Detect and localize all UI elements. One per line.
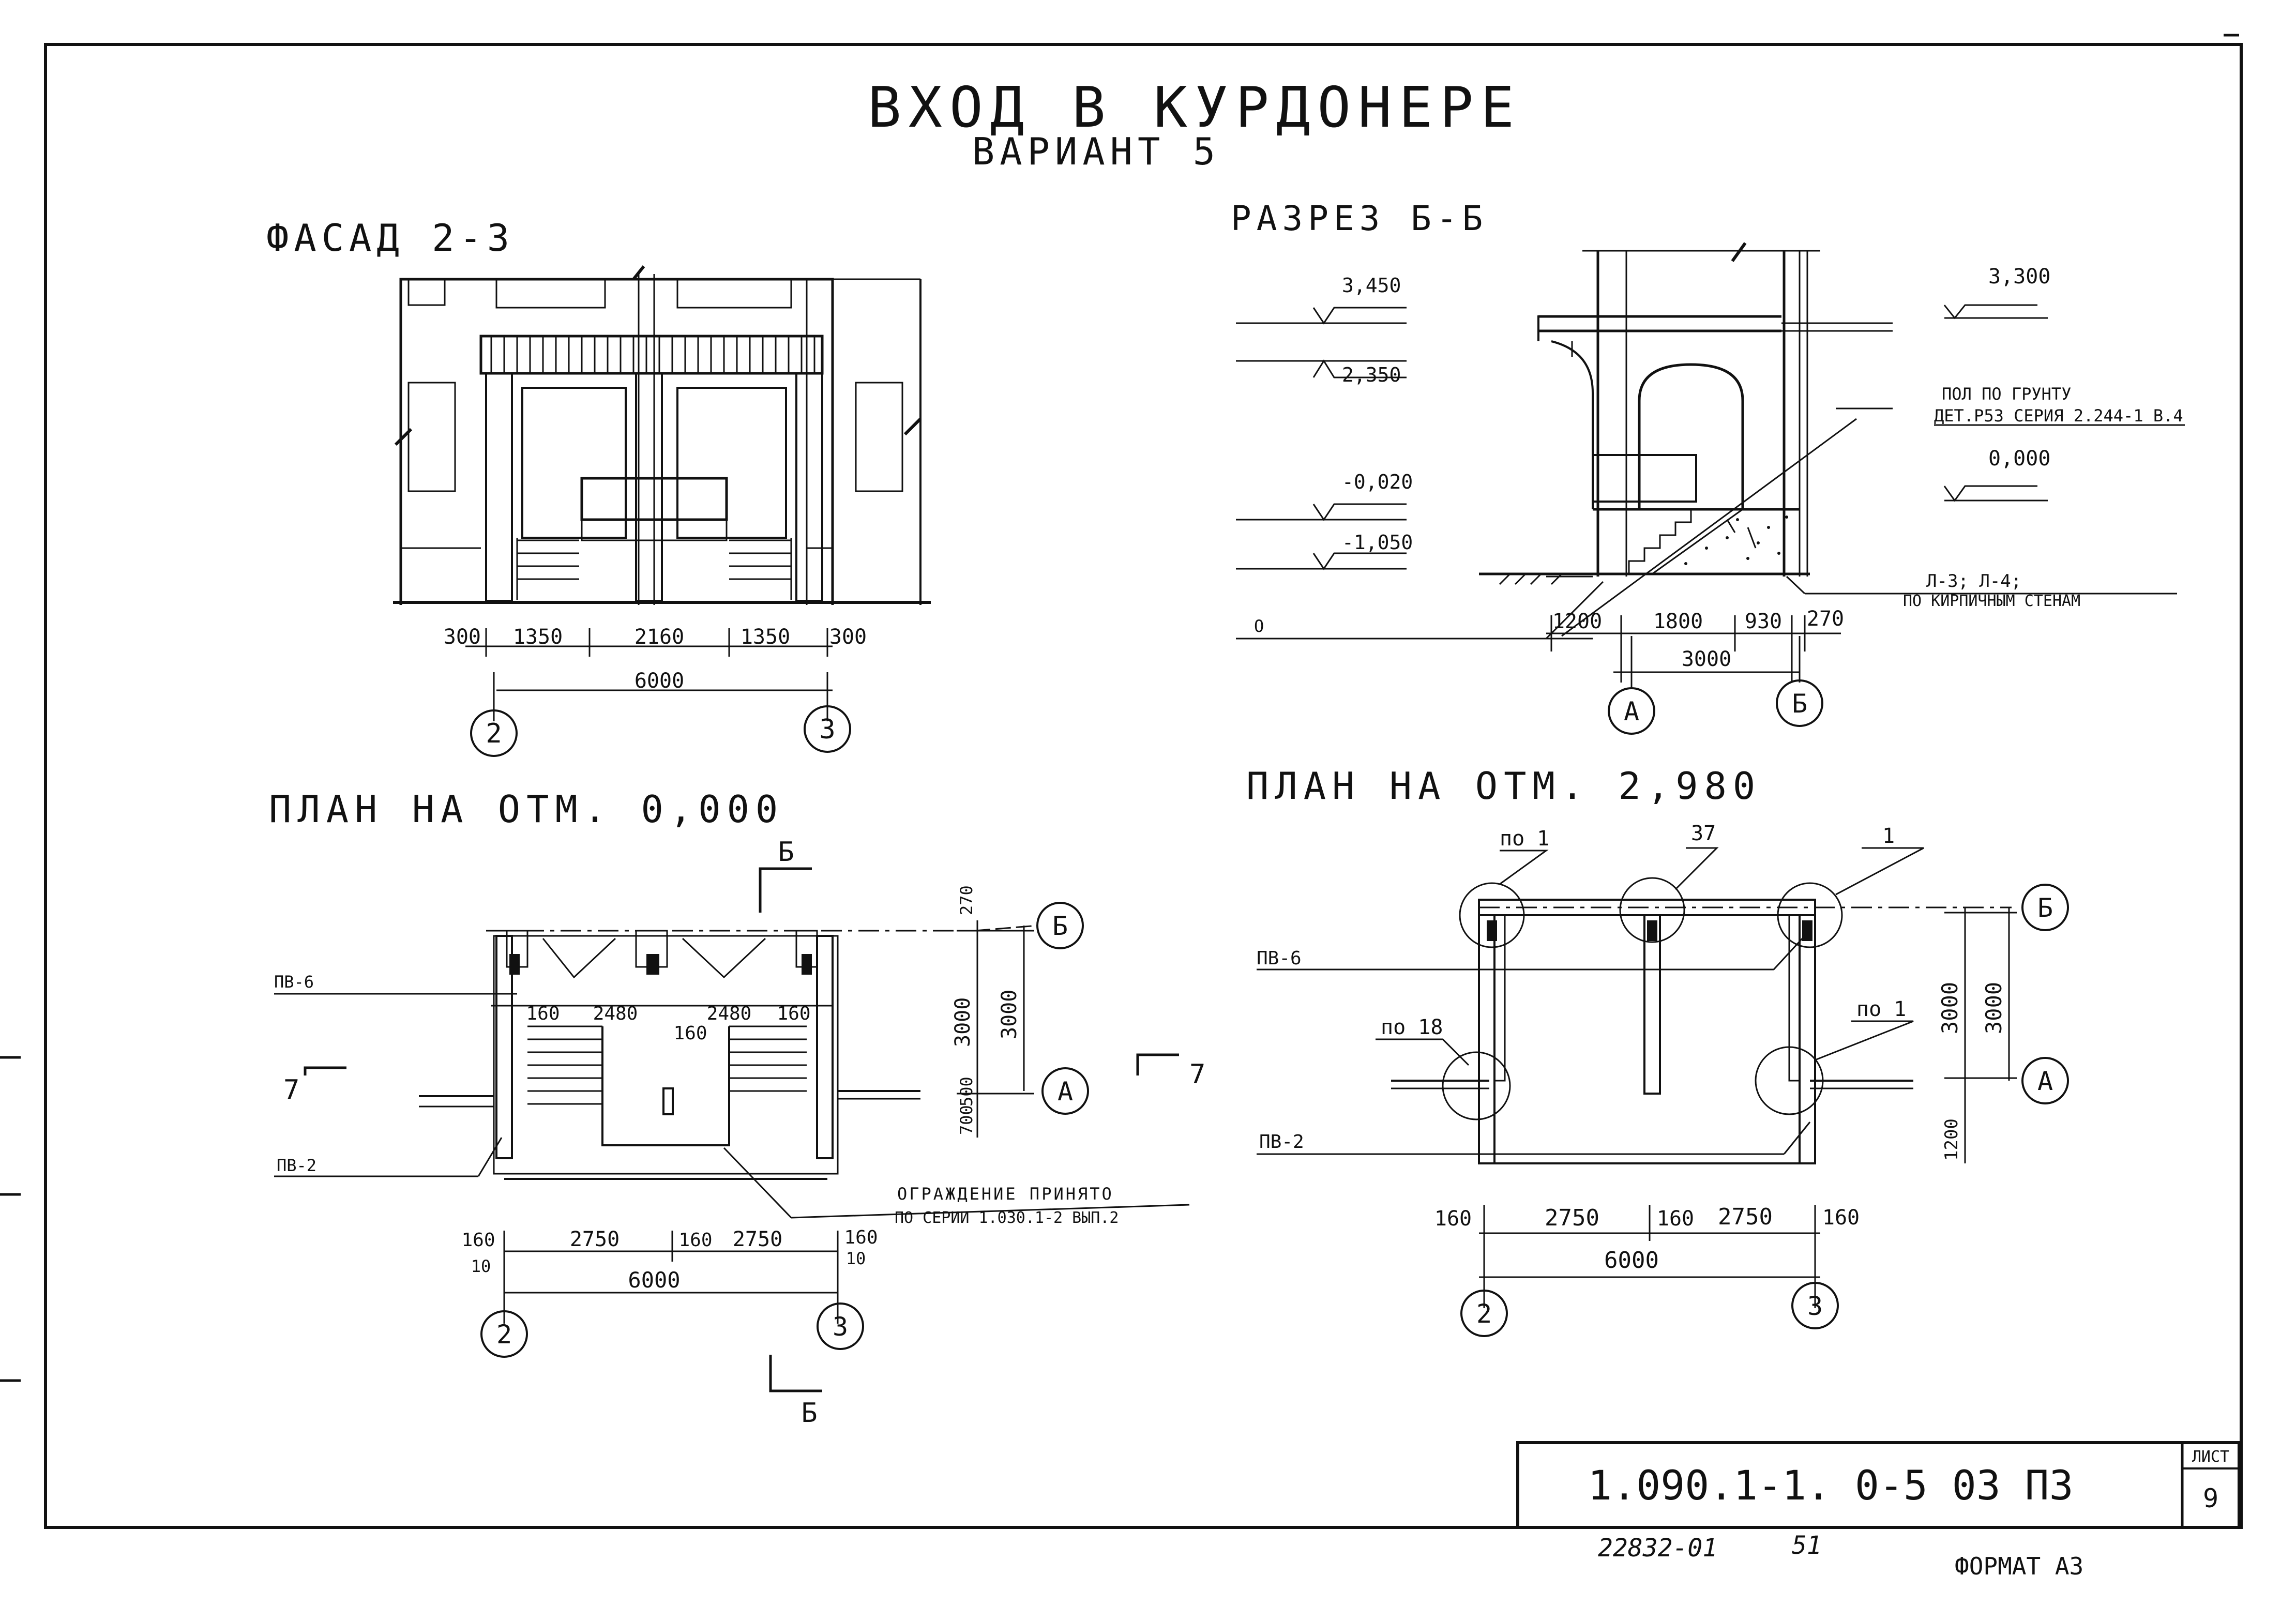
plan2-callout-1: по 1 <box>1500 827 1549 851</box>
plan0-axis-3: 3 <box>833 1312 848 1342</box>
plan2-right-dim-2: 3000 <box>1981 982 2006 1034</box>
footer-sub: 51 <box>1792 1531 1822 1560</box>
facade-dim-4: 1350 <box>741 625 790 649</box>
sheet-frame <box>44 43 2243 1529</box>
section-note-walls-1: Л-3; Л-4; <box>1926 571 2021 592</box>
section-level-1: 3,450 <box>1342 274 1401 297</box>
plan-0-view: ПЛАН НА ОТМ. 0,000 Б Б 7 7 <box>269 787 1205 1429</box>
footer-number: 22832-01 <box>1598 1534 1717 1563</box>
plan0-label-pv2: ПВ-2 <box>277 1156 316 1175</box>
section-level-right-1: 3,300 <box>1988 265 2050 289</box>
section-dim-1: 1200 <box>1552 610 1602 633</box>
plan0-note-2: ПО СЕРИИ 1.030.1-2 ВЫП.2 <box>895 1209 1119 1227</box>
plan-2980-view: ПЛАН НА ОТМ. 2,980 по 1 37 1 по 18 по 1 <box>1246 764 2069 1337</box>
section-level-3: -0,020 <box>1342 471 1413 493</box>
plan2-title: ПЛАН НА ОТМ. 2,980 <box>1246 764 1761 808</box>
section-level-2: 2,350 <box>1342 363 1401 386</box>
plan0-small-dim-left: 10 <box>471 1256 491 1276</box>
footer-format: ФОРМАТ А3 <box>1955 1552 2083 1580</box>
section-level-4: -1,050 <box>1342 531 1413 554</box>
plan0-axis-b: Б <box>1052 911 1068 941</box>
section-axis-a: А <box>1624 696 1639 726</box>
plan2-axis-2: 2 <box>1476 1299 1492 1329</box>
plan0-title: ПЛАН НА ОТМ. 0,000 <box>269 787 784 831</box>
section-level-right-2: 0,000 <box>1988 447 2050 471</box>
stamp-code: 1.090.1-1. 0-5 03 ПЗ <box>1588 1463 2073 1509</box>
plan0-right-dim-1: 270 <box>957 885 976 915</box>
plan2-right-dim-1: 3000 <box>1937 982 1962 1034</box>
plan0-bottom-dim-2: 2750 <box>570 1228 620 1251</box>
plan0-cut-mark-bottom: Б <box>801 1398 817 1429</box>
stamp-sheet-number: 9 <box>2203 1483 2218 1513</box>
title-block: 1.090.1-1. 0-5 03 ПЗ ЛИСТ 9 22832-01 51 … <box>1516 1441 2241 1580</box>
plan2-bottom-dim-5: 160 <box>1822 1206 1860 1230</box>
plan0-right-dim-2: 3000 <box>951 997 975 1047</box>
section-note-floor-2: ДЕТ.Р53 СЕРИЯ 2.244-1 В.4 <box>1934 406 2183 426</box>
plan2-callout-5: по 1 <box>1856 997 1906 1021</box>
plan0-inner-dim-3: 2480 <box>707 1003 752 1024</box>
section-dim-2: 1800 <box>1653 610 1703 633</box>
plan0-small-dim-right: 10 <box>846 1249 866 1268</box>
plan2-axis-3: 3 <box>1807 1291 1823 1321</box>
facade-axis-3: 3 <box>819 714 835 745</box>
plan2-axis-b: Б <box>2037 893 2053 923</box>
plan2-bottom-dim-1: 160 <box>1434 1207 1472 1231</box>
sheet-variant: ВАРИАНТ 5 <box>972 130 1220 173</box>
plan0-inner-dim-4: 160 <box>777 1003 810 1024</box>
facade-dim-5: 300 <box>829 625 867 649</box>
section-note-base: О <box>1254 616 1266 636</box>
plan0-inner-dim-1: 160 <box>526 1003 560 1024</box>
plan0-bottom-dim-5: 160 <box>844 1227 878 1248</box>
plan0-right-dim-4: 700 <box>957 1105 976 1135</box>
facade-dim-total: 6000 <box>635 669 684 693</box>
stamp-sheet-label: ЛИСТ <box>2192 1448 2229 1466</box>
section-note-walls-2: ПО КИРПИЧНЫМ СТЕНАМ <box>1903 592 2080 610</box>
section-dim-3: 930 <box>1745 610 1782 633</box>
plan0-label-pv6: ПВ-6 <box>274 972 314 992</box>
section-view: РАЗРЕЗ Б-Б 3,450 2,350 -0,020 -1,050 <box>1231 199 2185 735</box>
plan2-callout-4: по 18 <box>1381 1016 1443 1039</box>
facade-dim-2: 1350 <box>513 625 563 649</box>
plan0-right-dim-3: 3000 <box>998 990 1021 1039</box>
plan2-axis-a: А <box>2037 1066 2053 1096</box>
plan2-right-dim-3: 1200 <box>1941 1118 1962 1161</box>
plan2-callout-3: 1 <box>1882 824 1895 848</box>
plan2-label-pv2: ПВ-2 <box>1259 1131 1304 1153</box>
plan0-side-mark-left: 7 <box>283 1074 299 1105</box>
plan2-label-pv6: ПВ-6 <box>1257 948 1302 969</box>
plan0-bottom-dim-4: 2750 <box>733 1228 782 1251</box>
plan0-inner-dim-2: 2480 <box>593 1003 638 1024</box>
facade-axis-2: 2 <box>486 718 502 749</box>
plan0-cut-mark-top: Б <box>778 837 794 868</box>
plan0-right-dim-5: 500 <box>957 1077 976 1107</box>
section-axis-b: Б <box>1792 689 1807 719</box>
sheet-title: ВХОД В КУРДОНЕРЕ <box>868 75 1521 140</box>
plan0-bottom-dim-1: 160 <box>461 1230 495 1251</box>
section-dim-4: 270 <box>1807 607 1844 631</box>
plan0-inner-dim-5: 160 <box>673 1023 707 1044</box>
section-note-floor-1: ПОЛ ПО ГРУНТУ <box>1942 384 2071 404</box>
plan2-bottom-dim-2: 2750 <box>1545 1205 1599 1231</box>
facade-view: ФАСАД 2-3 <box>266 216 931 757</box>
plan0-bottom-dim-3: 160 <box>678 1230 712 1251</box>
plan0-axis-2: 2 <box>496 1320 512 1350</box>
plan2-bottom-dim-3: 160 <box>1657 1207 1694 1231</box>
plan0-axis-a: А <box>1058 1077 1073 1107</box>
section-dim-total: 3000 <box>1682 647 1731 671</box>
plan0-note-1: ОГРАЖДЕНИЕ ПРИНЯТО <box>897 1184 1114 1204</box>
section-title: РАЗРЕЗ Б-Б <box>1231 199 1488 238</box>
facade-dim-3: 2160 <box>635 625 684 649</box>
plan0-dim-total: 6000 <box>628 1267 680 1293</box>
plan2-bottom-dim-4: 2750 <box>1718 1204 1773 1230</box>
plan2-callout-2: 37 <box>1691 822 1716 845</box>
facade-title: ФАСАД 2-3 <box>266 216 515 260</box>
plan0-side-mark-right: 7 <box>1189 1059 1205 1090</box>
facade-dim-1: 300 <box>444 625 481 649</box>
plan2-dim-total: 6000 <box>1604 1247 1659 1274</box>
